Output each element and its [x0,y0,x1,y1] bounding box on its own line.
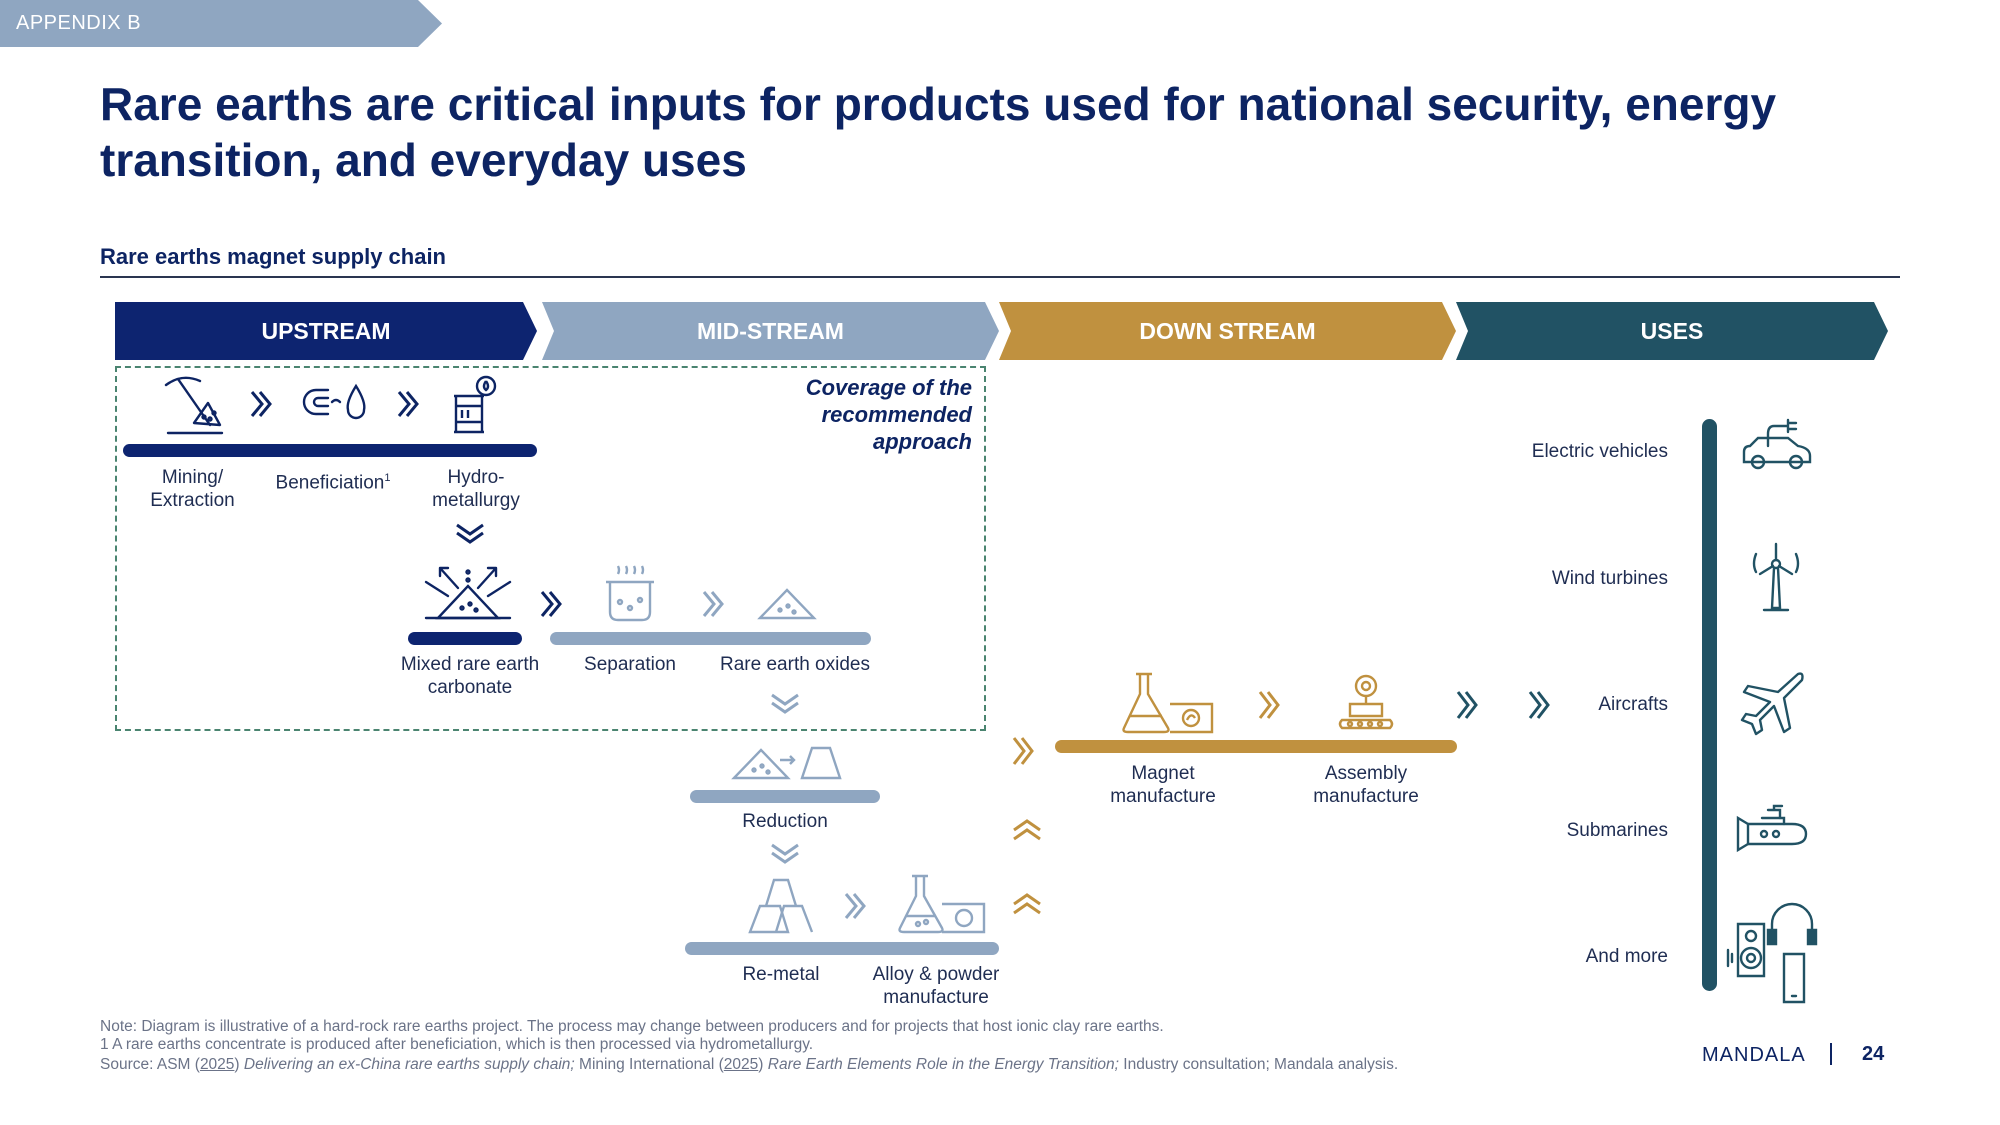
upstream-bar [123,444,537,457]
label-beneficiation-text: Beneficiation [275,472,385,494]
magnet-flask-icon [1122,672,1214,734]
chevron-down-icon [771,693,799,714]
brand-logo: MANDALA [1702,1044,1806,1066]
magnet-water-icon [302,383,366,420]
alloy-bar [685,942,999,955]
reduction-icon [731,746,842,780]
chevron-right-icon [702,591,724,617]
chevron-right-icon [844,893,866,919]
stage-uses-label: USES [1640,317,1704,344]
flask-powder-icon [898,874,986,934]
use-submarines: Submarines [1566,820,1668,841]
chevron-right-icon [1528,691,1550,719]
label-alloy: Alloy & powder manufacture [872,964,1000,1008]
reduction-bar [690,790,880,803]
appendix-tag-label: APPENDIX B [16,12,142,34]
airplane-icon [1740,672,1804,736]
note-text: Note: Diagram is illustrative of a hard-… [100,1018,1164,1035]
label-carbonate: Mixed rare earth carbonate [400,654,540,698]
source-end: Industry consultation; Mandala analysis. [1118,1056,1399,1073]
explosion-pile-icon [424,566,512,620]
chevron-up-icon [1013,893,1041,915]
speaker-headphones-phone-icon [1726,902,1818,1004]
electric-car-icon [1742,418,1812,470]
label-assembly: Assembly manufacture [1313,763,1419,807]
source-year1: 2025 [199,1056,235,1073]
separation-bar [550,632,871,645]
label-beneficiation-sup: 1 [384,472,391,484]
chevron-down-icon [771,843,799,864]
pot-icon [606,565,654,622]
appendix-tag: APPENDIX B [0,0,442,47]
source-title1: Delivering an ex-China rare earths suppl… [243,1056,575,1073]
downstream-bar [1055,740,1457,753]
label-magnet: Magnet manufacture [1110,763,1216,807]
source-year2: 2025 [723,1056,759,1073]
submarine-icon [1736,804,1808,853]
source-mid2: Mining International ( [574,1056,724,1073]
barrel-icon [454,375,497,434]
footer-divider [1830,1043,1832,1065]
pickaxe-icon [164,376,224,435]
uses-bar [1702,419,1717,991]
coverage-label: Coverage of the recommended approach [805,375,972,454]
label-hydro: Hydro- metallurgy [432,467,520,511]
page-title: Rare earths are critical inputs for prod… [100,78,1777,186]
stage-downstream: DOWN STREAM [999,302,1456,360]
metal-bars-icon [748,878,814,934]
stage-downstream-label: DOWN STREAM [1139,317,1316,344]
stage-uses: USES [1456,302,1888,360]
footnote-text: 1 A rare earths concentrate is produced … [100,1036,814,1053]
chevron-right-icon [250,391,272,417]
stage-upstream-label: UPSTREAM [261,317,391,344]
source-mid1: ) [234,1056,244,1073]
chevron-right-icon [1258,691,1280,719]
page-number: 24 [1862,1043,1885,1065]
use-wind-turbines: Wind turbines [1551,568,1668,589]
source-text: Source: ASM (2025) Delivering an ex-Chin… [100,1056,1398,1074]
assembly-line-icon [1338,674,1394,730]
stage-midstream: MID-STREAM [542,302,999,360]
coverage-box [115,366,986,731]
chevron-up-icon [1013,819,1041,841]
section-divider [100,276,1900,278]
use-aircrafts: Aircrafts [1598,694,1668,715]
use-electric-vehicles: Electric vehicles [1531,441,1668,462]
wind-turbine-icon [1752,542,1800,612]
oxide-pile-icon [757,588,817,620]
label-mining: Mining/ Extraction [150,467,235,511]
chevron-right-icon [397,391,419,417]
chevron-right-icon [1456,691,1478,719]
label-separation: Separation [584,654,676,675]
stage-upstream: UPSTREAM [115,302,537,360]
carbonate-bar [408,632,522,645]
chevron-right-icon [540,591,562,617]
label-beneficiation: Beneficiation1 [268,467,398,494]
use-and-more: And more [1585,946,1668,967]
source-mid3: ) [758,1056,768,1073]
label-oxides: Rare earth oxides [720,654,870,675]
chevron-right-icon [1012,737,1034,765]
source-title2: Rare Earth Elements Role in the Energy T… [767,1056,1119,1073]
label-remetal: Re-metal [742,964,820,985]
chevron-down-icon [456,523,484,544]
source-prefix: Source: ASM ( [100,1056,200,1073]
section-subtitle: Rare earths magnet supply chain [100,244,446,269]
stage-midstream-label: MID-STREAM [697,317,844,344]
label-reduction: Reduction [742,811,828,832]
